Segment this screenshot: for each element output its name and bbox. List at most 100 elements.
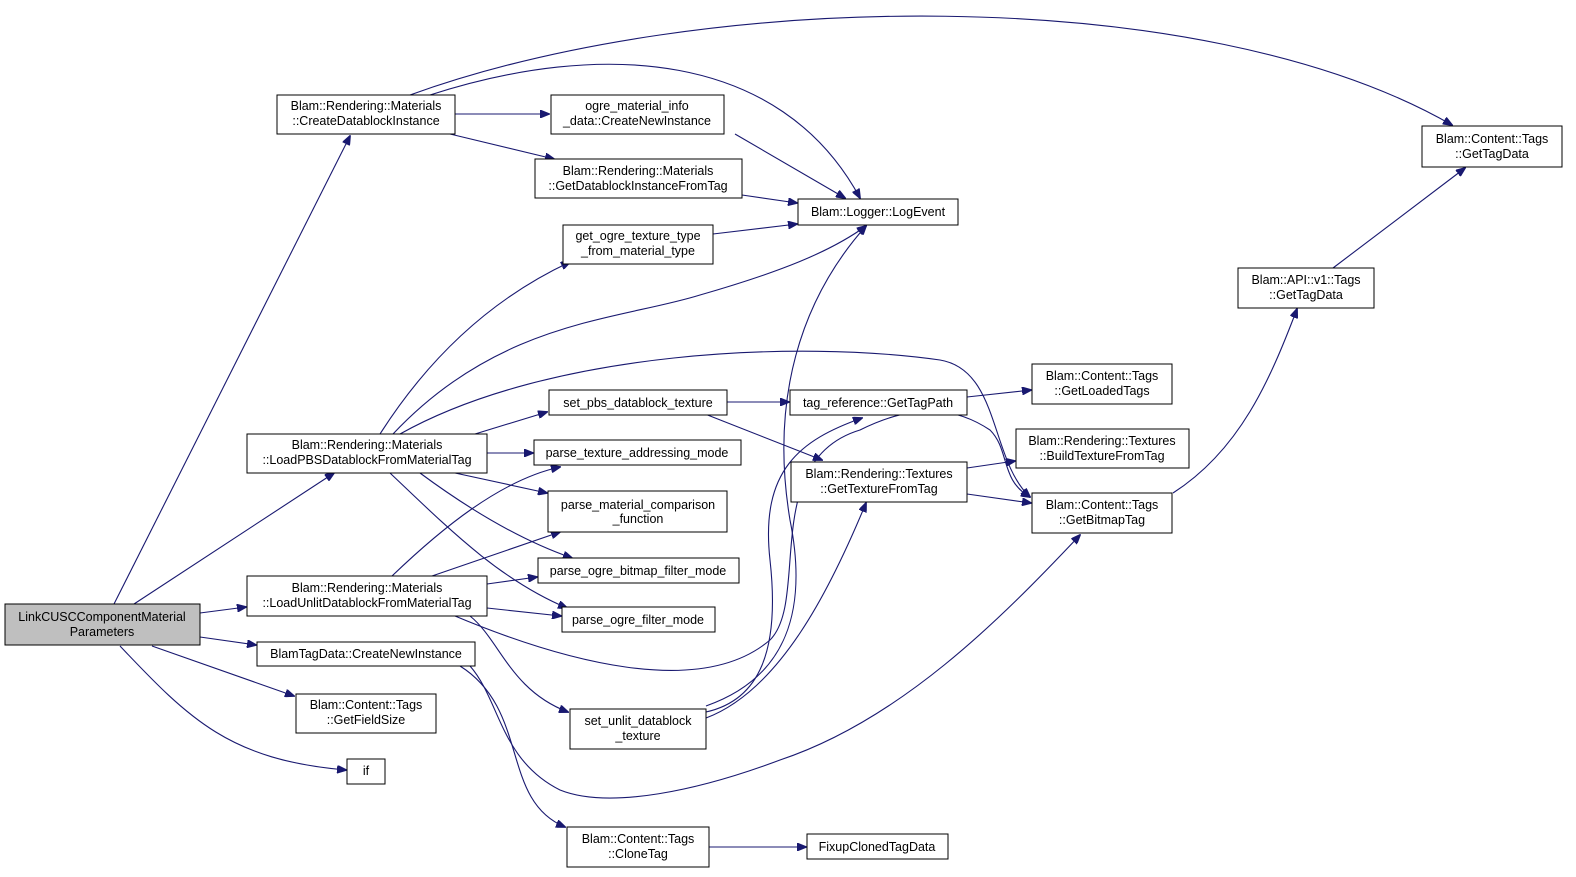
node-content-get-tag-data[interactable]: Blam::Content::Tags ::GetTagData	[1421, 125, 1563, 168]
node-label-line: Blam::Content::Tags	[1436, 132, 1549, 146]
node-set-unlit-datablock-texture[interactable]: set_unlit_datablock _texture	[569, 708, 707, 750]
edge-load-unlit-to-set-unlit-texture	[469, 615, 568, 712]
node-label-line: ogre_material_info	[585, 99, 689, 113]
node-blamtagdata-create-new-instance[interactable]: BlamTagData::CreateNewInstance	[256, 641, 476, 667]
edge-load-unlit-to-parse-bitmap-filter	[486, 577, 537, 585]
edge-load-pbs-to-set-pbs-texture	[474, 412, 547, 435]
node-label-line: Blam::Rendering::Textures	[805, 467, 952, 481]
node-label-line: _from_material_type	[580, 244, 695, 258]
node-create-datablock-instance[interactable]: Blam::Rendering::Materials ::CreateDatab…	[276, 94, 456, 135]
node-label-line: parse_material_comparison	[561, 498, 715, 512]
node-label-line: ::GetBitmapTag	[1059, 513, 1145, 527]
node-label-line: BlamTagData::CreateNewInstance	[270, 647, 462, 661]
edge-get-texture-to-build-texture	[966, 461, 1015, 469]
edge-root-to-load-unlit	[199, 607, 246, 614]
edge-create-to-get-datablock-from-tag	[449, 133, 554, 159]
edge-load-pbs-to-parse-bitmap-filter	[419, 472, 572, 558]
node-clone-tag[interactable]: Blam::Content::Tags ::CloneTag	[566, 826, 710, 868]
edge-load-pbs-to-get-ogre-texture-type	[379, 262, 570, 435]
node-if[interactable]: if	[346, 758, 386, 785]
node-logger-log-event[interactable]: Blam::Logger::LogEvent	[797, 198, 959, 226]
edge-get-bitmap-tag-to-api-get-tag-data	[1172, 309, 1297, 494]
node-label-line: parse_ogre_filter_mode	[572, 613, 704, 627]
edge-set-pbs-to-get-texture-from-tag	[704, 413, 822, 460]
edge-create-to-log-event	[429, 63, 860, 198]
edge-get-ogre-texture-type-to-log-event	[712, 224, 797, 235]
node-label-line: ::LoadPBSDatablockFromMaterialTag	[262, 453, 471, 467]
node-label-line: Blam::Content::Tags	[310, 698, 423, 712]
node-label-line: ::CloneTag	[608, 847, 668, 861]
node-label-line: Blam::Rendering::Textures	[1028, 434, 1175, 448]
node-label-line: ::BuildTextureFromTag	[1039, 449, 1164, 463]
edge-root-to-blamtagdata-create	[199, 636, 256, 645]
node-label-line: if	[363, 764, 370, 778]
edge-root-to-if	[119, 645, 346, 770]
node-label-line: ::GetFieldSize	[327, 713, 406, 727]
node-label-line: Blam::Content::Tags	[1046, 369, 1159, 383]
node-get-field-size[interactable]: Blam::Content::Tags ::GetFieldSize	[295, 693, 437, 734]
edge-set-unlit-to-get-tag-path	[705, 418, 862, 713]
node-api-v1-get-tag-data[interactable]: Blam::API::v1::Tags ::GetTagData	[1237, 267, 1375, 309]
edge-ogre-material-info-to-log-event	[734, 133, 845, 198]
edge-get-tag-path-to-get-loaded-tags	[966, 390, 1031, 398]
node-label-line: FixupClonedTagData	[819, 840, 936, 854]
node-link-cusc-component-material-parameters[interactable]: LinkCUSCComponentMaterial Parameters	[4, 603, 201, 646]
edge-load-unlit-to-parse-filter	[486, 607, 561, 616]
node-label-line: _texture	[614, 729, 660, 743]
node-label-line: Blam::Content::Tags	[1046, 498, 1159, 512]
node-label-line: parse_texture_addressing_mode	[546, 446, 729, 460]
node-build-texture-from-tag[interactable]: Blam::Rendering::Textures ::BuildTexture…	[1015, 428, 1190, 469]
node-label-line: ::GetLoadedTags	[1054, 384, 1149, 398]
node-label-line: ::GetTagData	[1269, 288, 1343, 302]
edge-load-pbs-to-log-event	[392, 226, 866, 435]
node-load-pbs-datablock[interactable]: Blam::Rendering::Materials ::LoadPBSData…	[246, 433, 488, 474]
node-label-line: tag_reference::GetTagPath	[803, 396, 953, 410]
edge-load-pbs-to-get-bitmap-tag	[399, 350, 1030, 497]
node-label-line: ::CreateDatablockInstance	[292, 114, 439, 128]
node-label-line: Blam::Rendering::Materials	[292, 438, 443, 452]
node-label-line: LinkCUSCComponentMaterial	[18, 610, 185, 624]
node-ogre-material-info-create[interactable]: ogre_material_info _data::CreateNewInsta…	[550, 94, 725, 135]
node-set-pbs-datablock-texture[interactable]: set_pbs_datablock_texture	[548, 389, 728, 416]
node-load-unlit-datablock[interactable]: Blam::Rendering::Materials ::LoadUnlitDa…	[246, 575, 488, 617]
node-label-line: _function	[612, 512, 664, 526]
node-tag-reference-get-tag-path[interactable]: tag_reference::GetTagPath	[789, 389, 968, 416]
node-get-texture-from-tag[interactable]: Blam::Rendering::Textures ::GetTextureFr…	[790, 461, 968, 503]
edge-load-pbs-to-parse-comparison	[454, 472, 547, 493]
node-label-line: Blam::Logger::LogEvent	[811, 205, 946, 219]
node-label-line: ::GetTagData	[1455, 147, 1529, 161]
edge-load-unlit-to-parse-addressing	[391, 467, 560, 577]
node-label-line: ::LoadUnlitDatablockFromMaterialTag	[262, 596, 471, 610]
node-label-line: Blam::Rendering::Materials	[563, 164, 714, 178]
node-get-loaded-tags[interactable]: Blam::Content::Tags ::GetLoadedTags	[1031, 363, 1173, 405]
node-label-line: get_ogre_texture_type	[575, 229, 700, 243]
edge-set-unlit-to-log-event	[705, 226, 866, 707]
node-parse-ogre-bitmap-filter-mode[interactable]: parse_ogre_bitmap_filter_mode	[537, 557, 740, 584]
node-parse-material-comparison-function[interactable]: parse_material_comparison _function	[547, 490, 728, 533]
edge-blamtagdata-to-clone-tag	[459, 665, 565, 827]
node-label-line: _data::CreateNewInstance	[562, 114, 711, 128]
edge-set-unlit-to-get-texture-from-tag	[705, 503, 866, 719]
node-label-line: Parameters	[70, 625, 135, 639]
edge-load-unlit-to-parse-comparison	[431, 532, 560, 577]
node-parse-texture-addressing-mode[interactable]: parse_texture_addressing_mode	[533, 439, 742, 466]
node-fixup-cloned-tag-data[interactable]: FixupClonedTagData	[806, 833, 949, 860]
node-get-datablock-instance-from-tag[interactable]: Blam::Rendering::Materials ::GetDatabloc…	[534, 158, 743, 199]
node-label-line: parse_ogre_bitmap_filter_mode	[550, 564, 727, 578]
node-label-line: ::GetTextureFromTag	[820, 482, 937, 496]
node-label-line: Blam::Content::Tags	[582, 832, 695, 846]
node-label-line: Blam::Rendering::Materials	[291, 99, 442, 113]
node-label-line: Blam::API::v1::Tags	[1251, 273, 1360, 287]
node-get-bitmap-tag[interactable]: Blam::Content::Tags ::GetBitmapTag	[1031, 492, 1173, 534]
node-parse-ogre-filter-mode[interactable]: parse_ogre_filter_mode	[561, 606, 716, 633]
edge-load-pbs-to-parse-filter	[389, 472, 567, 608]
edge-api-get-tag-data-to-content-get-tag-data	[1332, 168, 1465, 269]
node-label-line: ::GetDatablockInstanceFromTag	[548, 179, 727, 193]
edge-get-texture-to-get-bitmap-tag	[966, 493, 1031, 503]
call-edges	[113, 15, 1465, 847]
edge-root-to-load-pbs	[133, 473, 334, 605]
node-get-ogre-texture-type[interactable]: get_ogre_texture_type _from_material_typ…	[562, 224, 714, 265]
edge-root-to-create-datablock-instance	[113, 136, 350, 605]
edge-blamtagdata-to-get-bitmap-tag	[469, 535, 1080, 799]
